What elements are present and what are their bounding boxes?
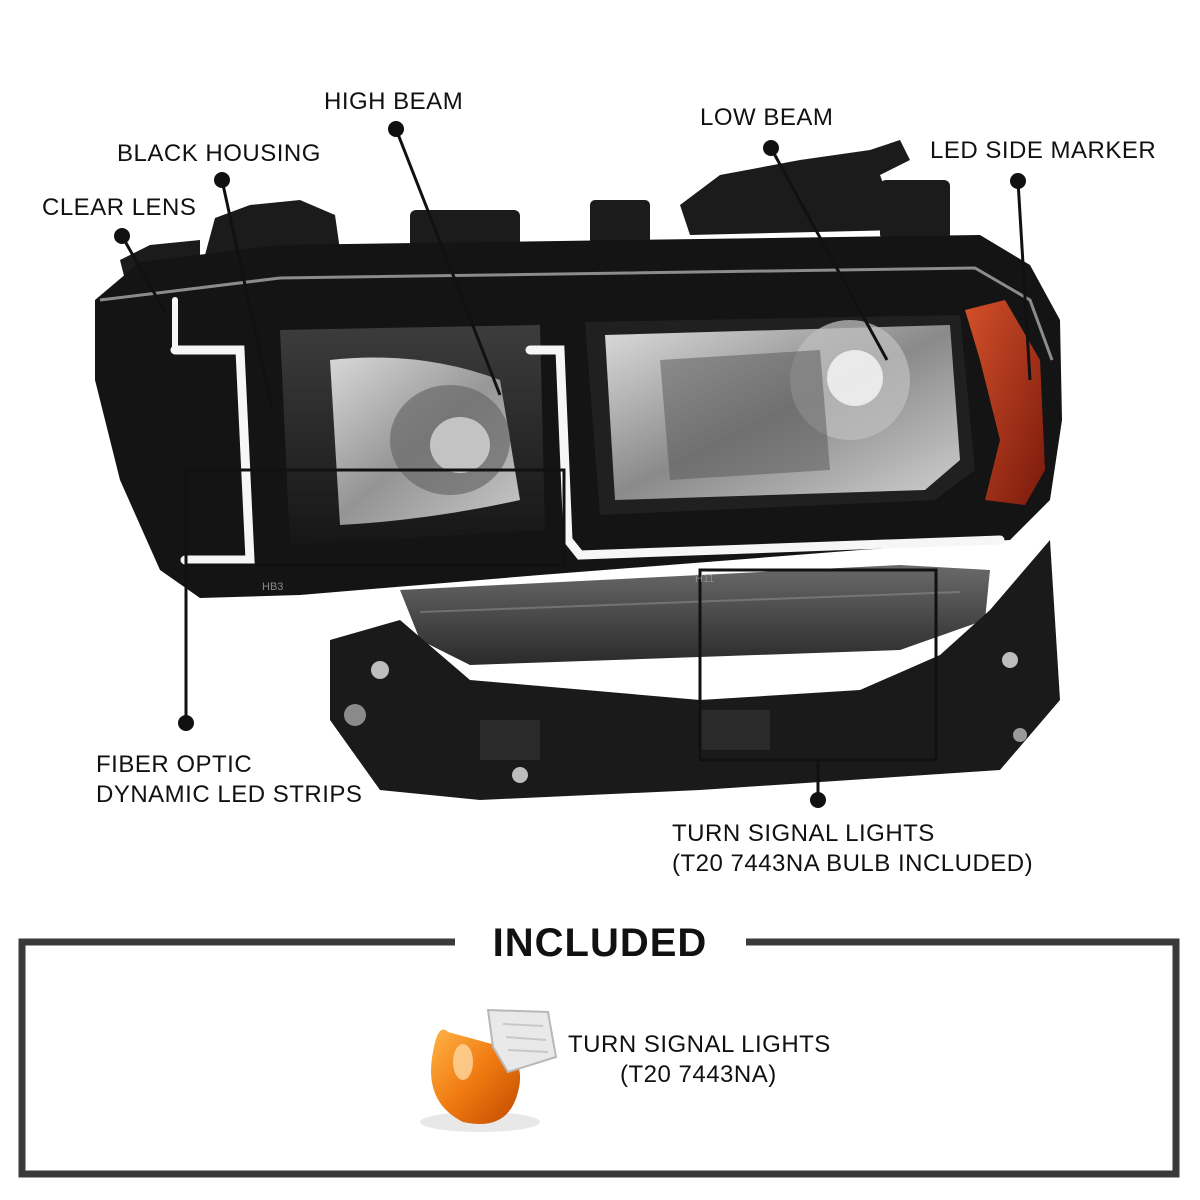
t20-bulb-image: [420, 1008, 558, 1132]
leader-fiber-optic-box: [184, 468, 566, 567]
dot-led-side-marker: [1010, 173, 1026, 189]
dot-black-housing: [214, 172, 230, 188]
included-item-line1: TURN SIGNAL LIGHTS: [568, 1031, 831, 1058]
label-turn-signal-line1: TURN SIGNAL LIGHTS: [672, 820, 935, 847]
callout-leaders: [120, 128, 1032, 800]
label-fiber-optic-line1: FIBER OPTIC: [96, 751, 253, 778]
leader-led-side-marker: [1016, 180, 1032, 381]
led-side-marker-lens: [965, 300, 1045, 505]
leader-high-beam: [394, 128, 502, 396]
included-frame: [18, 938, 1180, 1178]
dot-high-beam: [388, 121, 404, 137]
housing-mark-h11: H11: [695, 573, 714, 585]
dot-low-beam: [763, 140, 779, 156]
label-low-beam: LOW BEAM: [700, 104, 834, 131]
label-black-housing: BLACK HOUSING: [117, 140, 321, 167]
high-beam-chamber: [280, 325, 545, 545]
leader-clear-lens: [120, 235, 167, 313]
leader-low-beam: [769, 147, 889, 361]
dot-clear-lens: [114, 228, 130, 244]
dot-turn-signal: [810, 792, 826, 808]
headlight-diagram: HB3 H11: [95, 121, 1062, 808]
callout-dots: [114, 121, 1026, 808]
label-clear-lens: CLEAR LENS: [42, 194, 197, 221]
mounting-bracket: [330, 540, 1060, 800]
housing-mark-hb3: HB3: [262, 581, 283, 593]
low-beam-chamber: [585, 315, 975, 515]
label-high-beam: HIGH BEAM: [324, 88, 464, 115]
included-item-line2: (T20 7443NA): [620, 1061, 777, 1088]
lens-edge: [99, 266, 1054, 361]
leader-black-housing: [220, 179, 274, 409]
turn-signal-strip: [400, 565, 990, 665]
dot-fiber-optic: [178, 715, 194, 731]
label-led-side-marker: LED SIDE MARKER: [930, 137, 1157, 164]
label-turn-signal-line2: (T20 7443NA BULB INCLUDED): [672, 850, 1034, 877]
label-fiber-optic-line2: DYNAMIC LED STRIPS: [96, 781, 363, 808]
led-strips: [170, 297, 1005, 565]
included-title: INCLUDED: [492, 921, 708, 965]
